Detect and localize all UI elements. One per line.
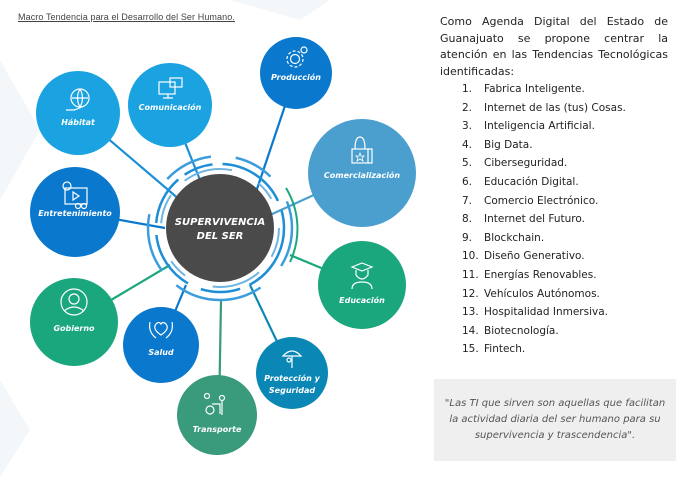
globe-hand-icon [66,88,90,111]
trend-number: 3. [462,120,473,133]
intro-paragraph: Como Agenda Digital del Estado de Guanaj… [440,15,668,78]
trend-item: 4. Big Data. [462,136,668,155]
trend-item: 7. Comercio Electrónico. [462,192,668,211]
trend-item: 10. Diseño Generativo. [462,247,668,266]
official-icon [60,288,88,316]
trend-text: Fabrica Inteligente. [484,83,585,95]
node-label-entretenimiento: Entretenimiento [38,209,112,218]
node-transporte: Transporte [177,375,257,455]
node-label-habitat: Hábitat [61,118,96,127]
diagram-caption: Macro Tendencia para el Desarrollo del S… [18,12,235,22]
bicycle-person-icon [203,392,226,415]
trend-item: 14. Biotecnología. [462,322,668,341]
node-educacion: Educación [318,241,406,329]
umbrella-person-icon [281,350,303,368]
trend-number: 6. [462,175,473,188]
trends-list: 1. Fabrica Inteligente. 2. Internet de las … [440,80,668,359]
shopping-bag-icon [351,136,373,164]
trend-text: Blockchain. [484,231,545,244]
trend-number: 4. [462,138,473,151]
center-label-line2: DEL SER [197,231,244,242]
node-label-proteccion-line1: Protección y [264,373,321,383]
node-label-educacion: Educación [339,295,385,305]
trend-text: Educación Digital. [484,175,579,188]
node-habitat: Hábitat [36,71,120,155]
node-label-transporte: Transporte [193,425,242,434]
center-label-line1: SUPERVIVENCIA [175,217,265,228]
gear-icon [286,46,308,68]
trend-number: 9. [462,231,473,244]
quote-text: "Las TI que sirven son aquellas que faci… [444,398,666,441]
trend-text: Ciberseguridad. [484,157,568,170]
trend-item: 8. Internet del Futuro. [462,210,668,229]
node-gobierno: Gobierno [30,278,118,366]
node-label-gobierno: Gobierno [53,324,95,333]
trend-item: 11. Energías Renovables. [462,266,668,285]
node-entretenimiento: Entretenimiento [30,167,120,257]
node-comercializacion: Comercialización [308,119,416,227]
trend-number: 10. [462,250,479,263]
trend-item: 6. Educación Digital. [462,173,668,192]
trend-item: 2. Internet de las (tus) Cosas. [462,99,668,118]
heart-hands-icon [149,321,173,339]
trend-text: Vehículos Autónomos. [484,287,600,300]
center-circle [166,174,274,282]
trend-text: Big Data. [484,138,533,151]
trend-number: 7. [462,194,473,207]
node-label-salud: Salud [148,348,174,357]
trend-text: Comercio Electrónico. [484,194,599,207]
trend-number: 5. [462,157,473,170]
node-label-comercializacion: Comercialización [324,170,400,180]
trend-number: 1. [462,83,473,95]
monitor-chat-icon [158,77,183,99]
node-salud: Salud [123,307,199,383]
macro-trend-diagram: SUPERVIVENCIA DEL SER Hábitat Comunicaci… [30,37,416,455]
center-node: SUPERVIVENCIA DEL SER [166,174,274,282]
trend-text: Hospitalidad Inmersiva. [484,306,608,319]
trend-number: 2. [462,101,473,114]
center-rings [146,154,299,302]
trend-item: 12. Vehículos Autónomos. [462,285,668,304]
quote-box: "Las TI que sirven son aquellas que faci… [434,379,676,461]
node-comunicacion: Comunicación [128,63,212,147]
trend-text: Inteligencia Artificial. [484,120,595,133]
trend-text: Internet del Futuro. [484,213,585,226]
node-label-proteccion-line2: Seguridad [269,386,315,395]
video-player-icon [62,181,88,210]
trend-item: 15. Fintech. [462,340,668,359]
trend-text: Internet de las (tus) Cosas. [484,101,626,114]
trend-text: Energías Renovables. [484,268,597,281]
trend-number: 15. [462,343,479,356]
trend-item: 9. Blockchain. [462,229,668,248]
trend-item: 13. Hospitalidad Inmersiva. [462,303,668,322]
trend-number: 8. [462,213,473,226]
trend-number: 13. [462,306,479,319]
trend-number: 14. [462,324,479,337]
trend-item: 5. Ciberseguridad. [462,154,668,173]
trend-text: Fintech. [484,343,526,356]
trend-item: 3. Inteligencia Artificial. [462,117,668,136]
trend-text: Diseño Generativo. [484,250,585,263]
graduate-icon [350,262,374,290]
node-label-produccion: Producción [271,72,321,82]
node-label-comunicacion: Comunicación [139,102,202,112]
node-produccion: Producción [260,37,332,109]
trend-number: 12. [462,287,479,300]
trend-number: 11. [462,268,479,281]
trend-text: Biotecnología. [484,324,559,337]
trend-item: 1. Fabrica Inteligente. [462,80,668,99]
trends-panel: Como Agenda Digital del Estado de Guanaj… [440,14,668,359]
node-proteccion: Protección y Seguridad [256,337,328,409]
